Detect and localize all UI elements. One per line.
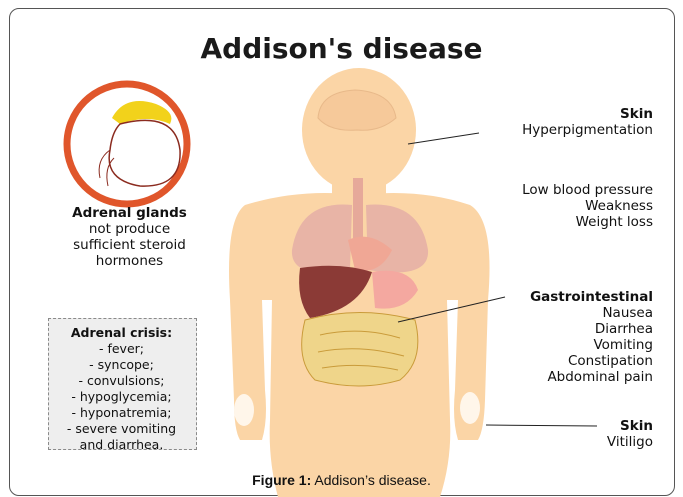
skin-top-heading: Skin xyxy=(440,106,653,122)
adrenal-line: hormones xyxy=(62,253,197,269)
gi-item: Diarrhea xyxy=(440,321,653,337)
gi-label: Gastrointestinal Nausea Diarrhea Vomitin… xyxy=(440,289,653,385)
page-title: Addison's disease xyxy=(0,32,683,65)
adrenal-gland-icon xyxy=(67,84,187,204)
skin-bottom-heading: Skin xyxy=(440,418,653,434)
gi-item: Constipation xyxy=(440,353,653,369)
caption-text: Addison’s disease. xyxy=(311,472,431,488)
general-symptoms: Low blood pressure Weakness Weight loss xyxy=(440,182,653,230)
skin-top-label: Skin Hyperpigmentation xyxy=(440,106,653,138)
adrenal-crisis-list: Adrenal crisis: - fever; - syncope; - co… xyxy=(48,325,195,453)
skin-bottom-label: Skin Vitiligo xyxy=(440,418,653,450)
adrenal-heading: Adrenal glands xyxy=(62,205,197,221)
gi-heading: Gastrointestinal xyxy=(440,289,653,305)
crisis-item: - convulsions; xyxy=(48,373,195,389)
vitiligo-patch-left xyxy=(234,394,254,426)
crisis-item: - hypoglycemia; xyxy=(48,389,195,405)
symptom-item: Weakness xyxy=(440,198,653,214)
crisis-item: - fever; xyxy=(48,341,195,357)
adrenal-line: sufficient steroid xyxy=(62,237,197,253)
crisis-item: - severe vomiting xyxy=(48,421,195,437)
adrenal-label: Adrenal glands not produce sufficient st… xyxy=(62,205,197,269)
skin-bottom-text: Vitiligo xyxy=(440,434,653,450)
symptom-item: Weight loss xyxy=(440,214,653,230)
crisis-item: - syncope; xyxy=(48,357,195,373)
crisis-heading: Adrenal crisis: xyxy=(48,325,195,341)
symptom-item: Low blood pressure xyxy=(440,182,653,198)
adrenal-line: not produce xyxy=(62,221,197,237)
caption-label: Figure 1: xyxy=(252,472,311,488)
gi-item: Vomiting xyxy=(440,337,653,353)
gi-item: Abdominal pain xyxy=(440,369,653,385)
gi-item: Nausea xyxy=(440,305,653,321)
figure-caption: Figure 1: Addison’s disease. xyxy=(0,472,683,488)
skin-top-text: Hyperpigmentation xyxy=(440,122,653,138)
crisis-item: - hyponatremia; xyxy=(48,405,195,421)
trachea xyxy=(353,178,363,238)
crisis-item: and diarrhea. xyxy=(48,437,195,453)
